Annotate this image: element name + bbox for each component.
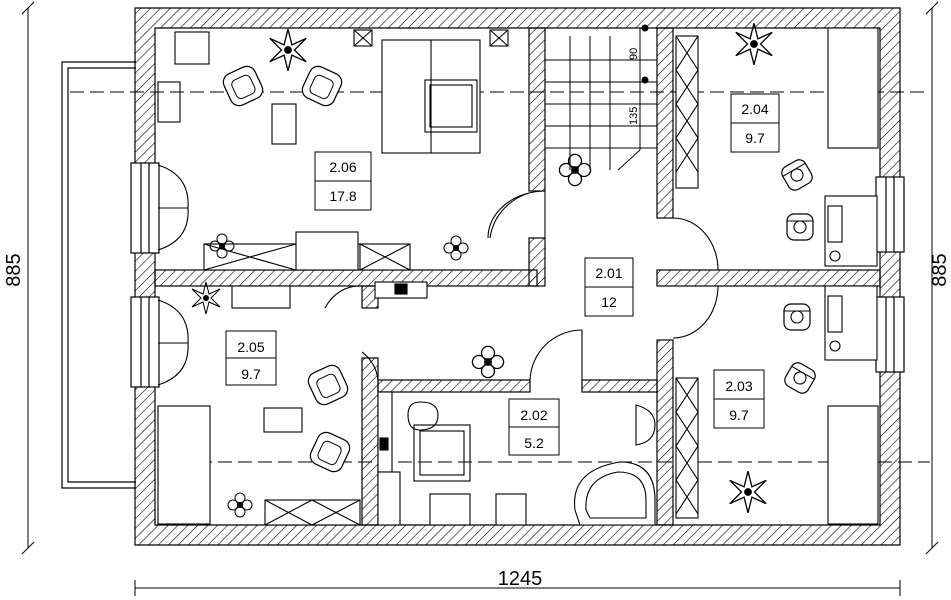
room-label-2-02: 2.02 5.2 — [508, 398, 560, 456]
room-area: 12 — [601, 294, 617, 310]
plant-icon — [558, 153, 592, 187]
armchair-icon — [304, 361, 352, 409]
stair-dim-135: 135 — [628, 107, 640, 125]
desk-chair-icon — [778, 156, 816, 194]
plant-icon — [191, 281, 221, 315]
room-number: 2.02 — [520, 407, 547, 423]
room-number: 2.05 — [237, 339, 264, 355]
room-label-2-04: 2.04 9.7 — [730, 93, 780, 153]
plant-icon — [443, 235, 469, 261]
dimension-height-left: 885 — [3, 253, 25, 286]
toilet-icon — [407, 401, 439, 431]
room-label-2-05: 2.05 9.7 — [225, 330, 277, 386]
room-labels: 2.06 17.8 2.04 9.7 2.01 12 2.05 9.7 2.02… — [225, 93, 780, 456]
desk-chair-icon — [786, 213, 814, 241]
room-number: 2.03 — [725, 378, 752, 394]
sink-icon — [635, 404, 656, 446]
armchair-icon — [306, 428, 354, 476]
dimension-width: 1245 — [498, 568, 543, 590]
room-number: 2.06 — [329, 159, 356, 175]
room-area: 17.8 — [329, 188, 356, 204]
dimension-height-right: 885 — [929, 253, 951, 286]
room-label-2-06: 2.06 17.8 — [314, 151, 372, 211]
room-number: 2.04 — [741, 101, 768, 117]
plant-icon — [471, 345, 505, 379]
staircase-icon — [545, 24, 657, 171]
bed-icon — [157, 405, 211, 525]
room-area: 9.7 — [729, 407, 749, 423]
bathtub-icon — [574, 461, 656, 526]
plant-icon — [227, 492, 253, 518]
section-lines — [70, 91, 930, 463]
room-label-2-03: 2.03 9.7 — [713, 369, 765, 429]
armchair-icon — [298, 62, 346, 110]
plant-icon — [729, 470, 767, 514]
room-area: 9.7 — [745, 130, 765, 146]
plant-icon — [735, 22, 773, 66]
room-area: 9.7 — [241, 366, 261, 382]
room-label-2-01: 2.01 12 — [584, 257, 634, 317]
armchair-icon — [219, 62, 267, 110]
balcony — [61, 61, 136, 489]
windows — [130, 162, 905, 388]
door-swings — [157, 164, 719, 386]
furniture — [157, 27, 879, 526]
plant-icon — [269, 28, 307, 72]
room-number: 2.01 — [595, 265, 622, 281]
desk-chair-icon — [781, 359, 819, 397]
bed-icon — [827, 405, 879, 525]
room-area: 5.2 — [524, 435, 544, 451]
stair-dim-90: 90 — [628, 48, 640, 60]
bed-icon — [827, 27, 879, 149]
dimension-lines — [21, 1, 939, 596]
desk-chair-icon — [783, 303, 811, 331]
